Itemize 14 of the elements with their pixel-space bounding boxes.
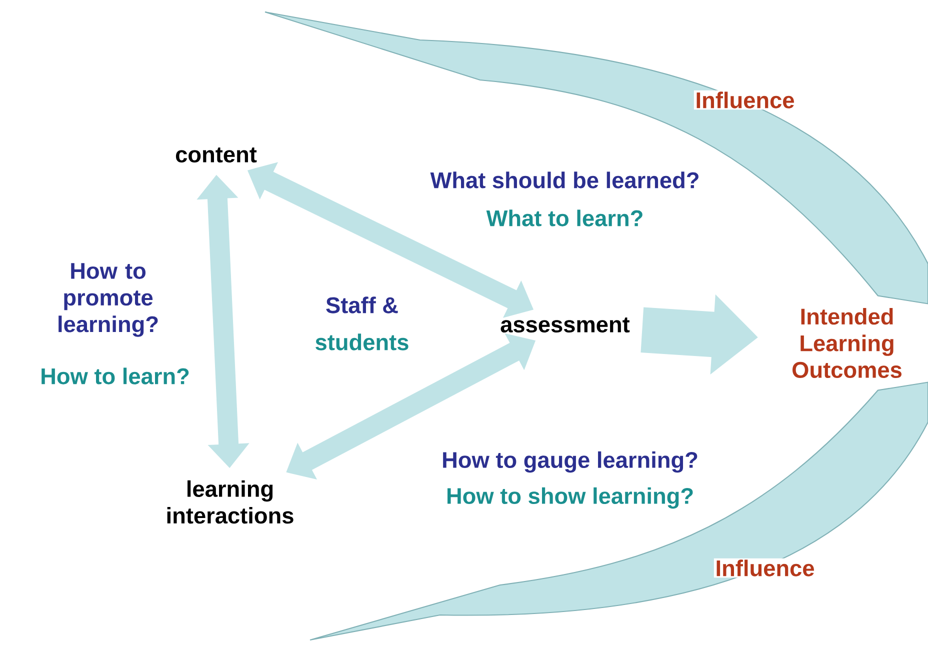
question-text: How to learn?: [42, 368, 189, 384]
question-text: How to show learning?: [448, 487, 693, 509]
node-label: Intended Learning Outcomes: [792, 308, 902, 378]
node-label: assessment: [500, 318, 630, 332]
question-text: How to promote learning?: [58, 263, 158, 337]
question-text: What should be learned?: [430, 172, 698, 188]
node-label: learning interactions: [167, 480, 294, 524]
question-text: How to gauge learning?: [443, 451, 698, 473]
question-text: What to learn?: [486, 210, 642, 226]
node-label: content: [176, 148, 257, 162]
question-text: Staff &: [326, 296, 398, 314]
question-text: students: [316, 334, 408, 350]
edge-label: Influence: [694, 90, 796, 110]
edge-label: Influence: [714, 558, 816, 578]
